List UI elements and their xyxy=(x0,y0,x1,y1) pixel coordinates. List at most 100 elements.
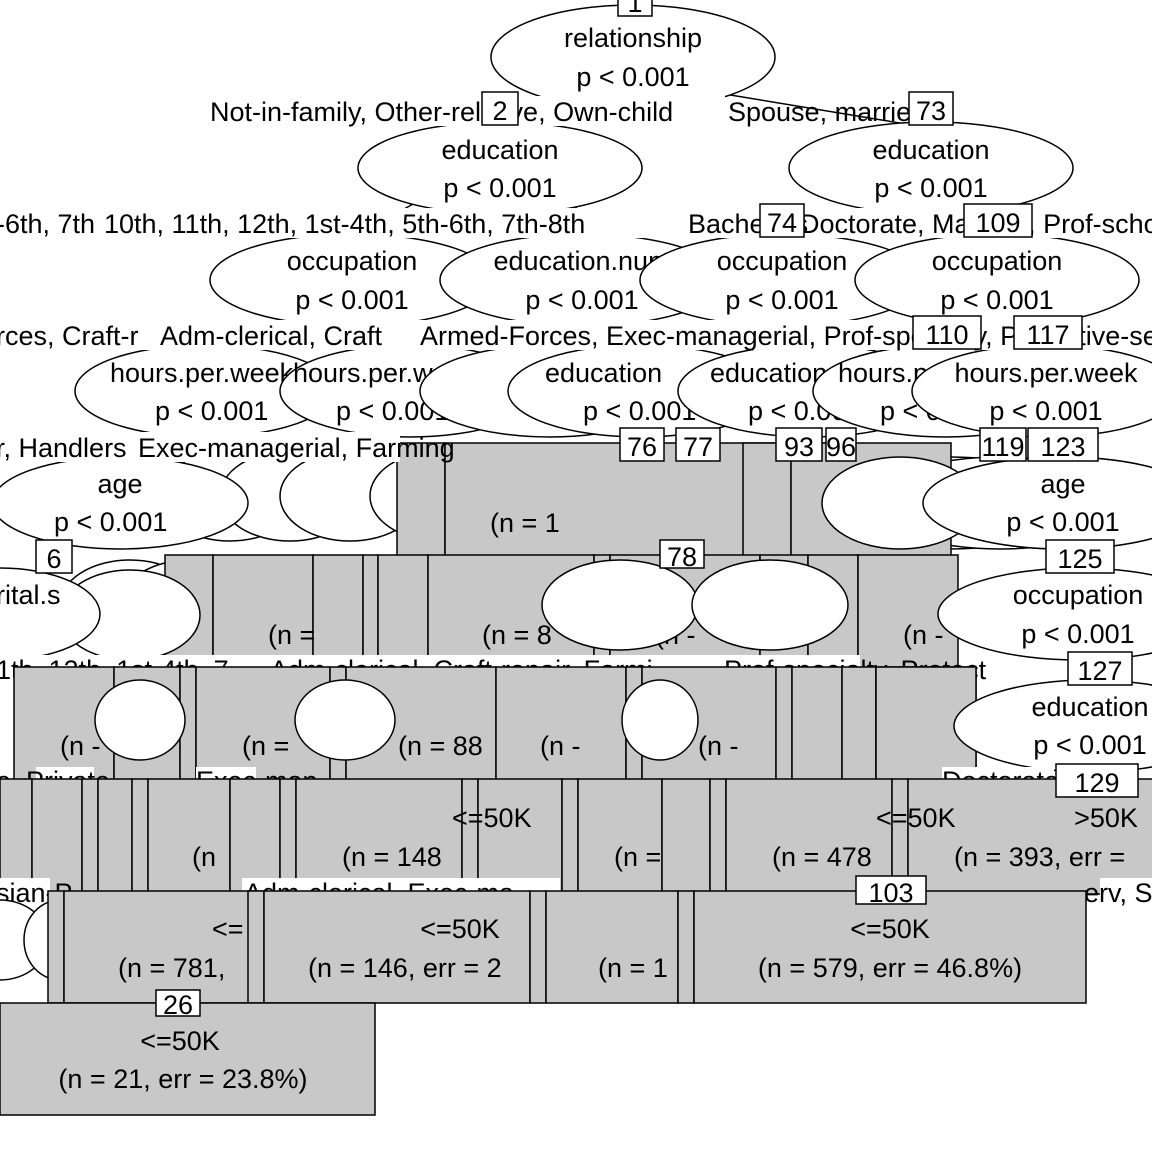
split-variable: education xyxy=(1031,692,1148,722)
node-id-label: 93 xyxy=(784,432,814,462)
split-variable: age xyxy=(1040,469,1085,499)
edge-label: Not-in-family, Other-relative, Own-child xyxy=(210,97,673,127)
node-id-label: 77 xyxy=(683,432,713,462)
node-id-label: 103 xyxy=(868,878,913,908)
split-pvalue: p < 0.001 xyxy=(1006,507,1119,537)
node-id-label: 74 xyxy=(767,208,797,238)
terminal-summary: (n = 21, err = 23.8%) xyxy=(58,1064,307,1094)
split-variable: rital.s xyxy=(0,580,61,610)
edge-label: Adm-clerical, Craft xyxy=(160,321,383,351)
terminal-class: <=50K xyxy=(876,803,956,833)
node-id-label: 109 xyxy=(975,208,1020,238)
node-id-label: 123 xyxy=(1040,432,1085,462)
split-variable: age xyxy=(97,469,142,499)
terminal-summary: (n = 88 xyxy=(398,731,483,761)
node-129: >50K (n = 393, err = 129 xyxy=(954,763,1139,872)
node-2: education p < 0.001 xyxy=(357,121,643,215)
node-110-id: 110 xyxy=(912,315,982,350)
split-pvalue: p < 0.001 xyxy=(583,396,696,426)
node-id-label: 26 xyxy=(163,990,193,1020)
node-l2-occupation: occupation p < 0.001 xyxy=(209,233,495,327)
node-id-label: 117 xyxy=(1026,320,1069,350)
terminal-summary: (n = xyxy=(268,620,315,650)
node-125: occupation p < 0.001 xyxy=(937,567,1152,661)
edge-label: erv, S xyxy=(1084,878,1152,908)
node-109: occupation p < 0.001 xyxy=(854,233,1140,327)
node-l4-age-left: age p < 0.001 xyxy=(0,456,249,550)
split-variable: education xyxy=(545,358,662,388)
node-id-row-level5: 78 125 xyxy=(659,539,1115,574)
node-6: rital.s 6 xyxy=(0,539,101,661)
split-variable: hours.per.week xyxy=(110,358,294,388)
node-127: education p < 0.001 127 xyxy=(875,651,1152,783)
edge-label: -6th, 7th xyxy=(0,209,95,239)
level6-overlaps xyxy=(94,679,699,761)
edge-label: 10th, 11th, 12th, 1st-4th, 5th-6th, 7th-… xyxy=(104,209,585,239)
terminal-summary: (n = 8 xyxy=(482,620,552,650)
terminal-summary: (n = 579, err = 46.8%) xyxy=(758,953,1022,983)
terminal-summary: (n - xyxy=(540,731,581,761)
terminal-row-level8: <= (n = 781, <=50K (n = 146, err = 2 (n … xyxy=(0,875,1087,1004)
split-pvalue: p < 0.001 xyxy=(155,396,268,426)
node-id-label: 78 xyxy=(667,542,697,572)
edge-label: Spouse, married xyxy=(728,97,926,127)
terminal-row-level7: (n <=50K (n = 148 (n = <=50K (n = 478 xyxy=(0,778,1152,895)
split-pvalue: p < 0.001 xyxy=(1033,730,1146,760)
node-id-label: 127 xyxy=(1077,656,1122,686)
split-pvalue: p < 0.001 xyxy=(443,173,556,203)
node-id-label: 119 xyxy=(981,432,1024,462)
node-id-label: 96 xyxy=(826,432,856,462)
node-id-row-level4: 76 77 93 96 119 123 xyxy=(619,427,1099,462)
terminal-class: <= xyxy=(212,914,244,944)
terminal-summary: (n = 478 xyxy=(772,842,872,872)
terminal-class: <=50K xyxy=(420,914,500,944)
node-l2-education-num: education.num p < 0.001 xyxy=(439,233,725,327)
split-variable: education xyxy=(710,358,827,388)
node-l3-hours-a: hours.per.week p < 0.001 xyxy=(74,344,336,438)
node-117: hours.per.week p < 0.001 xyxy=(911,344,1152,438)
split-variable: relationship xyxy=(564,23,702,53)
split-variable: hours.per.week xyxy=(954,358,1138,388)
terminal-summary: (n = 1 xyxy=(598,953,668,983)
terminal-class: >50K xyxy=(1074,803,1138,833)
terminal-summary: (n - xyxy=(903,620,944,650)
split-pvalue: p < 0.001 xyxy=(54,507,167,537)
node-26: <=50K (n = 21, err = 23.8%) 26 xyxy=(0,989,376,1116)
node-74-id: 74 xyxy=(759,203,805,238)
terminal-summary: (n = xyxy=(242,731,289,761)
split-variable: occupation xyxy=(1013,580,1144,610)
terminal-summary: (n = 1 xyxy=(490,508,560,538)
terminal-summary: (n = 781, xyxy=(118,953,225,983)
node-id-label: 6 xyxy=(46,544,61,574)
split-variable: occupation xyxy=(717,246,848,276)
split-pvalue: p < 0.001 xyxy=(295,285,408,315)
split-variable: occupation xyxy=(287,246,418,276)
edge-labels-level2: -6th, 7th 10th, 11th, 12th, 1st-4th, 5th… xyxy=(0,208,1152,239)
node-73: education p < 0.001 xyxy=(788,121,1074,215)
split-variable: education.num xyxy=(493,246,670,276)
split-variable: occupation xyxy=(932,246,1063,276)
terminal-summary: (n = 146, err = 2 xyxy=(308,953,502,983)
node-73-id: 73 xyxy=(908,91,954,126)
node-id-label: 110 xyxy=(925,320,968,350)
split-pvalue: p < 0.001 xyxy=(576,62,689,92)
split-pvalue: p < 0.001 xyxy=(1021,619,1134,649)
terminal-class: <=50K xyxy=(452,803,532,833)
terminal-summary: (n = 148 xyxy=(342,842,442,872)
split-pvalue: p < 0.001 xyxy=(525,285,638,315)
terminal-summary: (n = 393, err = xyxy=(954,842,1125,872)
node-id-label: 125 xyxy=(1057,544,1102,574)
terminal-summary: (n xyxy=(192,842,216,872)
terminal-summary: (n - xyxy=(698,731,739,761)
node-id-label: 76 xyxy=(627,432,657,462)
split-pvalue: p < 0.001 xyxy=(725,285,838,315)
split-variable: education xyxy=(872,135,989,165)
node-id-label: 1 xyxy=(627,0,642,18)
edge-label: Exec-managerial, Farming xyxy=(138,433,455,463)
edge-labels-level4: r, Handlers Exec-managerial, Farming xyxy=(0,432,455,463)
node-id-box xyxy=(617,0,653,17)
edge-labels-level1: Not-in-family, Other-relative, Own-child… xyxy=(205,96,926,127)
node-id-label: 2 xyxy=(492,96,507,126)
node-2-id: 2 xyxy=(481,91,519,126)
